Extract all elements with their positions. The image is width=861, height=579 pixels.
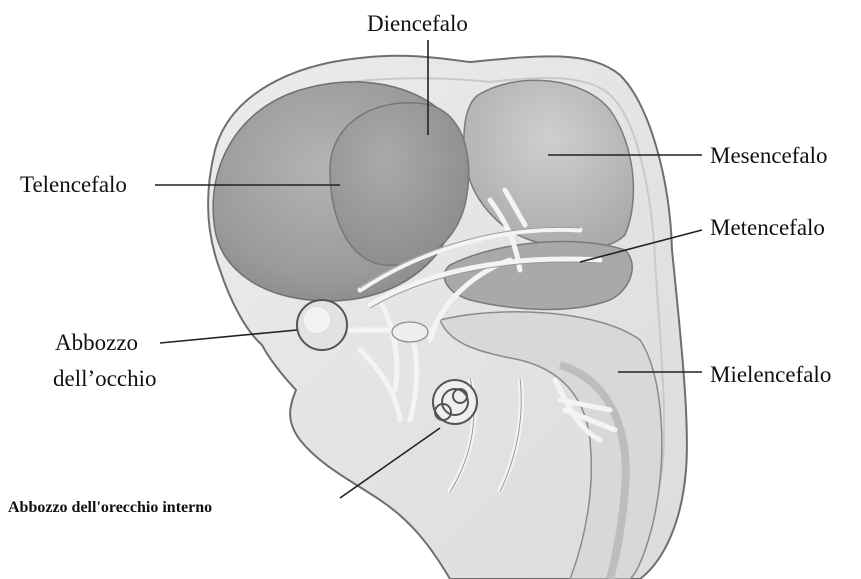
label-abbozzo-occhio-line1: Abbozzo	[55, 330, 138, 356]
label-metencefalo: Metencefalo	[710, 215, 825, 241]
label-abbozzo-occhio-line2: dell’occhio	[53, 366, 156, 392]
eye-highlight	[304, 307, 330, 333]
label-telencefalo: Telencefalo	[20, 172, 127, 198]
inner-ear-primordium	[433, 380, 477, 424]
ganglion	[392, 322, 428, 342]
label-mesencefalo: Mesencefalo	[710, 143, 828, 169]
label-mielencefalo: Mielencefalo	[710, 362, 831, 388]
label-abbozzo-orecchio: Abbozzo dell'orecchio interno	[8, 498, 212, 518]
label-diencefalo: Diencefalo	[367, 11, 468, 37]
